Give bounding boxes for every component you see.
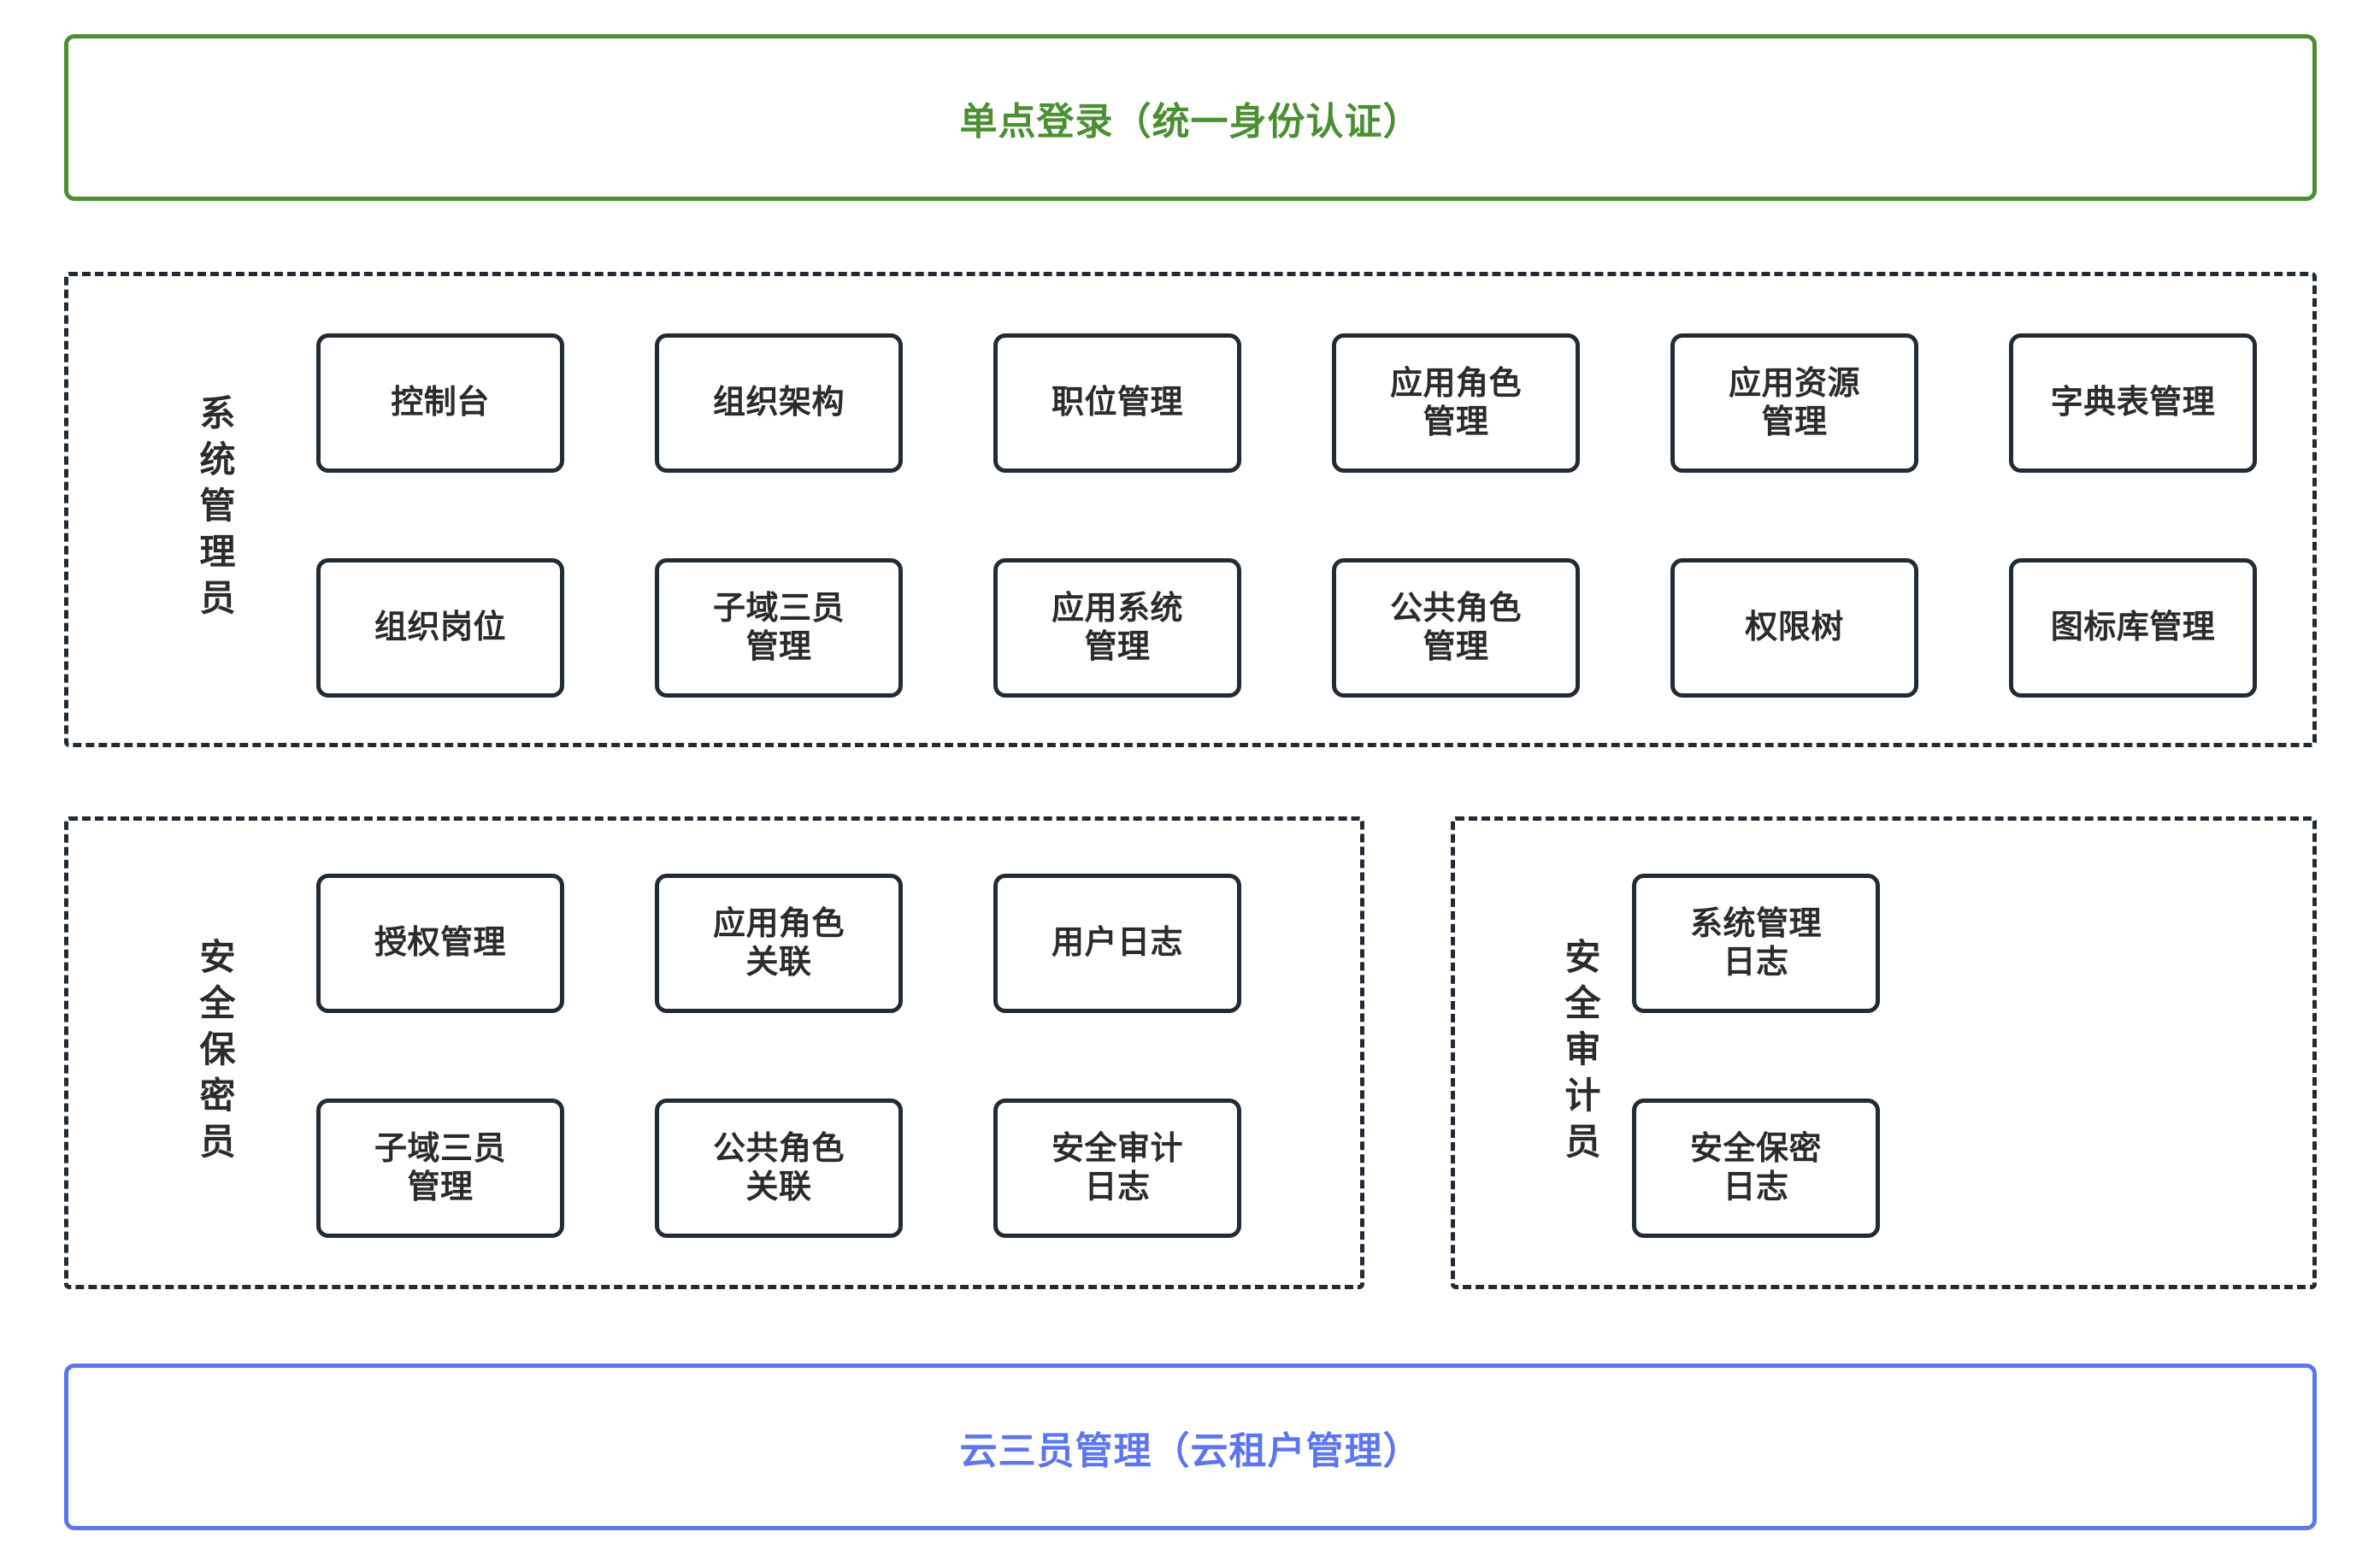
card-console[interactable]: 控制台 — [316, 333, 564, 473]
single-sign-on-banner: 单点登录（统一身份认证） — [64, 34, 2317, 201]
group-security-auditor: 安全审计员 系统管理 日志 安全保密 日志 — [1451, 816, 2317, 1289]
card-label: 用户日志 — [1051, 925, 1183, 962]
card-position-management[interactable]: 职位管理 — [993, 333, 1241, 473]
card-security-audit-log[interactable]: 安全审计 日志 — [993, 1099, 1241, 1238]
card-label: 应用资源 管理 — [1728, 365, 1860, 440]
single-sign-on-banner-label: 单点登录（统一身份认证） — [959, 100, 1422, 143]
card-label: 安全审计 日志 — [1051, 1130, 1183, 1205]
card-app-resource-management[interactable]: 应用资源 管理 — [1670, 333, 1918, 473]
cloud-three-admin-management-banner: 云三员管理（云租户管理） — [64, 1364, 2317, 1530]
card-user-log[interactable]: 用户日志 — [993, 874, 1241, 1013]
card-label: 子域三员 管理 — [712, 590, 845, 665]
card-label: 职位管理 — [1051, 385, 1183, 421]
card-subdomain-three-admin-management[interactable]: 子域三员 管理 — [655, 558, 903, 698]
role-label-security-confidentiality-officer: 安全保密员 — [195, 937, 235, 1169]
card-label: 图标库管理 — [2050, 610, 2216, 646]
card-label: 应用角色 关联 — [712, 905, 845, 981]
card-org-post[interactable]: 组织岗位 — [316, 558, 564, 698]
card-label: 公共角色 关联 — [712, 1130, 845, 1205]
card-label: 系统管理 日志 — [1689, 905, 1822, 981]
card-label: 安全保密 日志 — [1689, 1130, 1822, 1205]
card-system-management-log[interactable]: 系统管理 日志 — [1632, 874, 1880, 1013]
group-system-administrator: 系统管理员 控制台 组织架构 职位管理 应用角色 管理 应用资源 管理 字典表管… — [64, 272, 2317, 747]
card-label: 组织岗位 — [374, 610, 506, 646]
card-label: 应用系统 管理 — [1051, 590, 1183, 665]
card-public-role-management[interactable]: 公共角色 管理 — [1332, 558, 1580, 698]
card-label: 组织架构 — [712, 385, 845, 421]
card-label: 字典表管理 — [2050, 385, 2216, 421]
card-authorization-management[interactable]: 授权管理 — [316, 874, 564, 1013]
group-security-confidentiality-officer: 安全保密员 授权管理 应用角色 关联 用户日志 子域三员 管理 公共角色 关联 … — [64, 816, 1364, 1289]
cloud-three-admin-management-banner-label: 云三员管理（云租户管理） — [959, 1429, 1422, 1472]
role-label-system-administrator: 系统管理员 — [195, 394, 235, 625]
card-icon-library-management[interactable]: 图标库管理 — [2009, 558, 2257, 698]
card-org-structure[interactable]: 组织架构 — [655, 333, 903, 473]
card-app-role-association[interactable]: 应用角色 关联 — [655, 874, 903, 1013]
role-label-security-auditor: 安全审计员 — [1560, 937, 1600, 1169]
card-subdomain-three-admin-management-sec[interactable]: 子域三员 管理 — [316, 1099, 564, 1238]
card-label: 控制台 — [391, 385, 490, 421]
card-label: 应用角色 管理 — [1389, 365, 1522, 440]
card-app-system-management[interactable]: 应用系统 管理 — [993, 558, 1241, 698]
card-label: 授权管理 — [374, 925, 506, 962]
card-dictionary-table-management[interactable]: 字典表管理 — [2009, 333, 2257, 473]
card-public-role-association[interactable]: 公共角色 关联 — [655, 1099, 903, 1238]
card-permission-tree[interactable]: 权限树 — [1670, 558, 1918, 698]
card-app-role-management[interactable]: 应用角色 管理 — [1332, 333, 1580, 473]
card-label: 公共角色 管理 — [1389, 590, 1522, 665]
card-label: 权限树 — [1745, 610, 1844, 646]
card-security-confidentiality-log[interactable]: 安全保密 日志 — [1632, 1099, 1880, 1238]
card-label: 子域三员 管理 — [374, 1130, 506, 1205]
